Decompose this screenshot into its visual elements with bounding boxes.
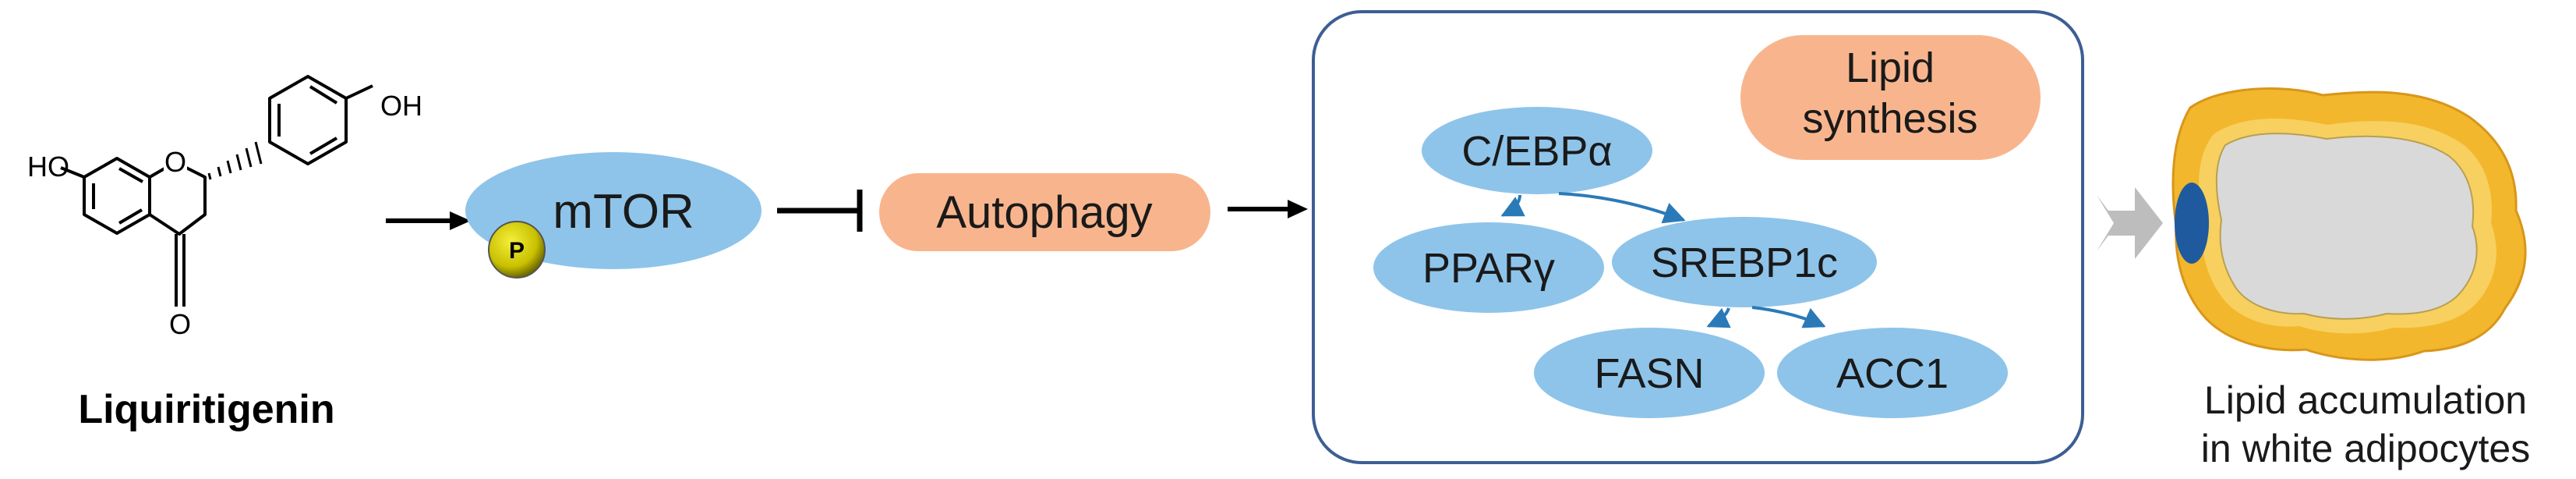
fasn-node bbox=[1534, 328, 1765, 418]
hydroxyl-right-label: OH bbox=[380, 90, 422, 122]
arrow-to-adipocyte bbox=[2097, 187, 2163, 259]
phospho-ball bbox=[488, 221, 546, 279]
fasn-label: FASN bbox=[1594, 350, 1704, 397]
autophagy-node bbox=[879, 173, 1210, 251]
small-pathway-arrows bbox=[1500, 192, 1826, 328]
ppary-node bbox=[1373, 222, 1604, 313]
lipid-synthesis-label-line2: synthesis bbox=[1802, 95, 1977, 142]
lipid-synthesis-node bbox=[1740, 35, 2041, 160]
autophagy-label: Autophagy bbox=[936, 187, 1152, 238]
arrow-srebp1c-acc1 bbox=[1751, 306, 1826, 328]
arrow-cebpa-srebp1c bbox=[1558, 192, 1686, 224]
hydroxyl-left-label: HO bbox=[27, 151, 69, 183]
ring-oxygen-bg bbox=[164, 145, 187, 176]
mtor-label: mTOR bbox=[553, 185, 694, 239]
arrow-srebp1c-fasn bbox=[1706, 307, 1731, 328]
lipid-synthesis-label-line1: Lipid bbox=[1846, 44, 1935, 91]
acc1-label: ACC1 bbox=[1836, 350, 1949, 397]
liquiritigenin-structure bbox=[60, 75, 373, 312]
srebp1c-node bbox=[1612, 217, 1877, 307]
lipid-droplet bbox=[2215, 133, 2478, 320]
ring-oxygen-label: O bbox=[164, 146, 186, 178]
srebp1c-label: SREBP1c bbox=[1651, 240, 1838, 286]
outcome-line1: Lipid accumulation bbox=[2204, 378, 2527, 422]
cebpa-node bbox=[1422, 107, 1652, 194]
acc1-node bbox=[1777, 328, 2008, 418]
ppary-label: PPARγ bbox=[1422, 245, 1555, 292]
inhibition-mtor-autophagy bbox=[777, 190, 863, 232]
carbonyl-oxygen-bg bbox=[165, 307, 189, 339]
adipocyte-cell bbox=[2171, 87, 2527, 361]
arrow-molecule-to-mtor bbox=[386, 211, 471, 230]
arrow-autophagy-to-panel bbox=[1228, 200, 1308, 218]
molecule-name: Liquiritigenin bbox=[78, 387, 334, 432]
cebpa-label: C/EBPα bbox=[1461, 128, 1612, 175]
outcome-line2: in white adipocytes bbox=[2201, 427, 2530, 470]
nucleus bbox=[2175, 183, 2209, 264]
phospho-label: P bbox=[509, 238, 525, 264]
arrow-cebpa-ppary bbox=[1500, 194, 1525, 217]
carbonyl-oxygen-label: O bbox=[169, 308, 191, 340]
